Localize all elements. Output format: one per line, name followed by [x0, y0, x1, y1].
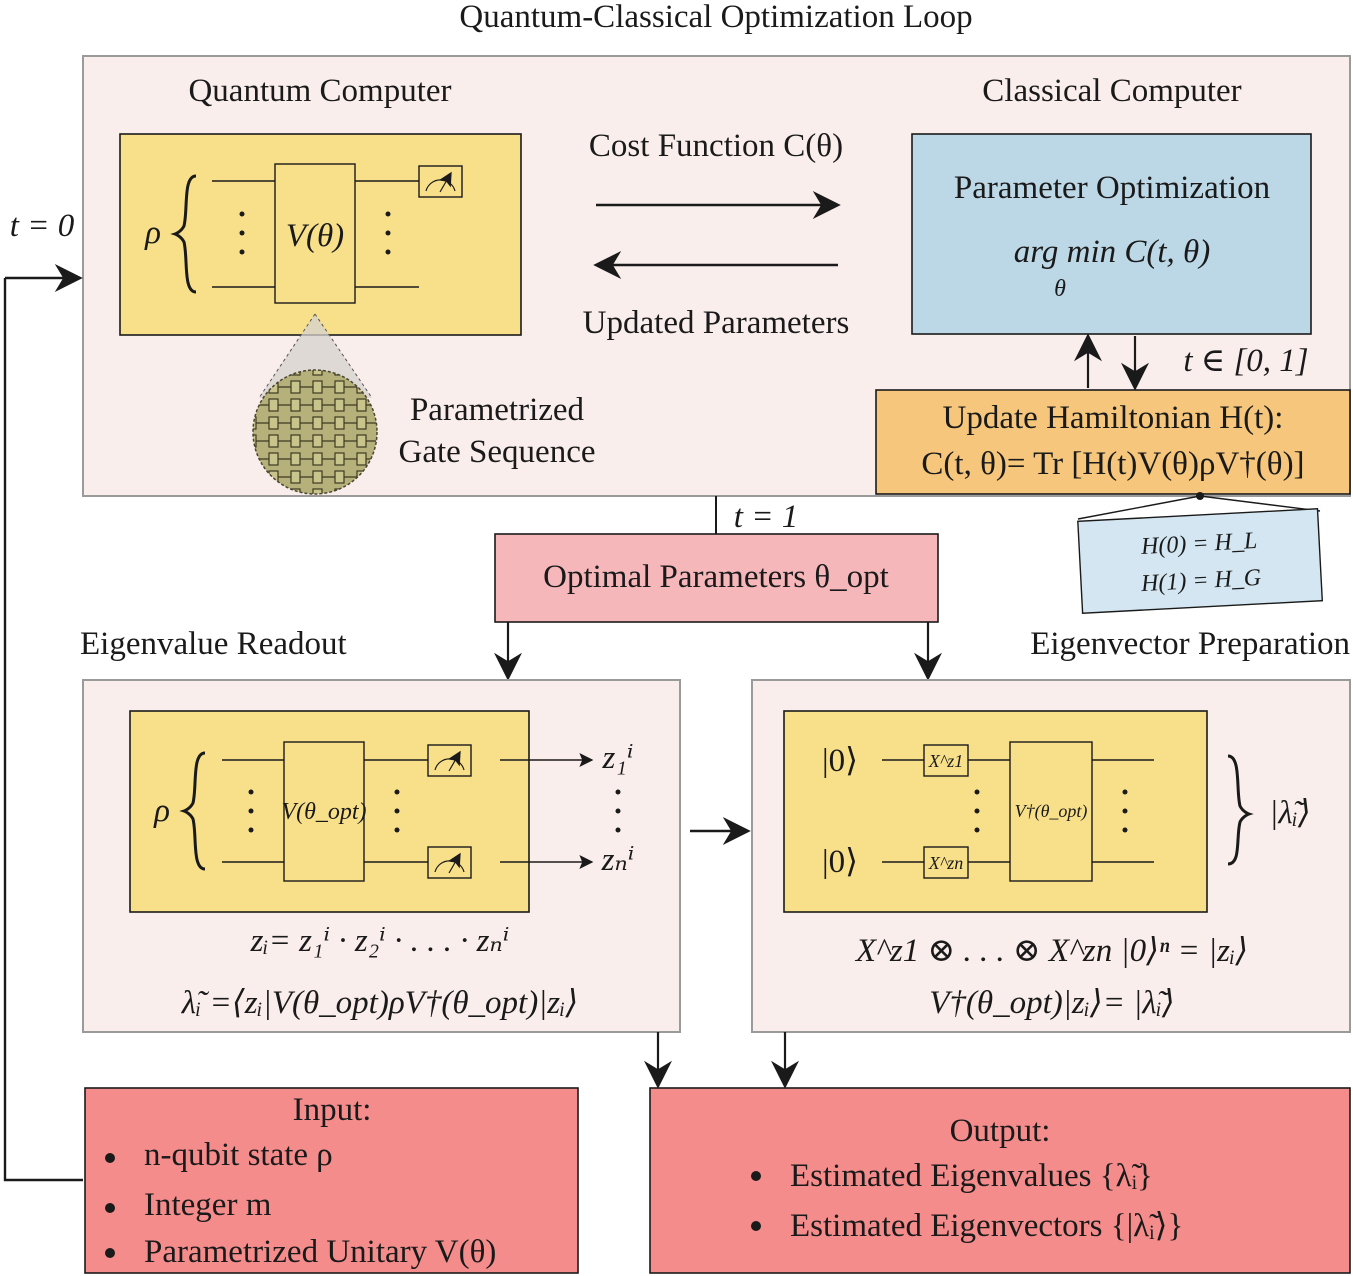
parameter-optimization-box	[911, 133, 1312, 335]
readout-rho-symbol: ρ	[153, 793, 170, 829]
rho-symbol: ρ	[144, 215, 161, 251]
readout-unitary-gate	[283, 741, 365, 882]
output-title: Output:	[950, 1113, 1051, 1149]
classical-computer-label: Classical Computer	[982, 73, 1241, 109]
gate-sequence-line2: Gate Sequence	[399, 434, 596, 470]
t-range-label: t ∈ [0, 1]	[1183, 343, 1308, 379]
update-hamiltonian-label: Update Hamiltonian H(t):	[943, 400, 1284, 436]
gate-sequence-line1: Parametrized	[410, 392, 585, 428]
output-ket-label: |λ̃ᵢ⟩	[1269, 795, 1310, 831]
eigenvector-prep-title: Eigenvector Preparation	[1030, 626, 1350, 662]
readout-circuit: ρ V(θ_opt)	[129, 710, 530, 913]
readout-left-brace	[179, 751, 206, 871]
prep-formula-1: X^z1 ⊗ . . . ⊗ X^zn |0⟩ⁿ = |zᵢ⟩	[854, 933, 1248, 969]
optimal-parameters-box	[494, 533, 939, 623]
z-dots	[615, 789, 621, 833]
readout-meter-bottom-icon	[427, 846, 472, 879]
input-item: n-qubit state ρ	[144, 1137, 333, 1173]
diagram-title: Quantum-Classical Optimization Loop	[459, 0, 972, 35]
h0-label: H(0) = H_L	[1139, 528, 1257, 560]
output-box	[649, 1087, 1351, 1274]
inverse-unitary-label: V†(θ_opt)	[1015, 801, 1088, 822]
output-bullet	[751, 1221, 761, 1231]
updated-parameters-label: Updated Parameters	[583, 305, 850, 341]
left-brace	[170, 174, 197, 294]
prep-dots-right	[1122, 789, 1128, 833]
quantum-computer-label: Quantum Computer	[188, 73, 451, 109]
x-gate-bottom	[923, 846, 969, 879]
readout-dots-right	[394, 789, 400, 833]
input-item: Parametrized Unitary V(θ)	[144, 1234, 496, 1270]
prep-formula-2: V†(θ_opt)|zᵢ⟩= |λ̃ᵢ⟩	[929, 985, 1175, 1021]
input-bullet	[105, 1153, 115, 1163]
t0-label: t = 0	[10, 208, 75, 244]
input-box	[84, 1087, 579, 1274]
readout-formula-2: λ̃ᵢ =⟨zᵢ|V(θ_opt)ρV†(θ_opt)|zᵢ⟩	[181, 985, 578, 1021]
gate-sequence-lens	[252, 369, 378, 495]
input-bullet	[105, 1203, 115, 1213]
update-hamiltonian-box	[875, 389, 1351, 495]
output-item: Estimated Eigenvalues {λ̃ᵢ}	[790, 1158, 1153, 1194]
input-item: Integer m	[144, 1187, 272, 1223]
output-bullet	[751, 1171, 761, 1181]
x-gate-bottom-label: X^zn	[928, 853, 964, 873]
optimal-parameters-label: Optimal Parameters θ_opt	[543, 559, 889, 595]
inverse-unitary-gate	[1009, 741, 1093, 882]
input-title: Input:	[293, 1092, 372, 1128]
measurement-meter-icon	[418, 165, 463, 198]
ket0-bottom: |0⟩	[822, 844, 858, 880]
x-gate-top	[923, 744, 969, 777]
wire-dots-left	[239, 211, 245, 255]
x-gate-top-label: X^z1	[928, 751, 964, 771]
prep-dots-left	[974, 789, 980, 833]
t1-label: t = 1	[734, 499, 798, 535]
ket0-top: |0⟩	[822, 743, 858, 779]
prep-circuit: |0⟩ |0⟩ X^z1 X^zn V†(θ_opt)	[783, 710, 1208, 913]
cost-formula: C(t, θ)= Tr [H(t)V(θ)ρV†(θ)]	[921, 446, 1304, 482]
argmin-subscript: θ	[1054, 276, 1066, 302]
h1-label: H(1) = H_G	[1139, 565, 1261, 597]
argmin-label: arg min C(t, θ)	[1014, 234, 1211, 270]
boundary-hamiltonian-callout	[1077, 508, 1324, 614]
zn-label: zₙⁱ	[601, 842, 635, 878]
unitary-gate	[274, 163, 356, 304]
readout-formula-1: zᵢ= z₁ⁱ · z₂ⁱ · . . . · zₙⁱ	[250, 923, 510, 959]
readout-dots-left	[248, 789, 254, 833]
input-bullet	[105, 1248, 115, 1258]
wire-dots-right	[385, 211, 391, 255]
readout-unitary-label: V(θ_opt)	[281, 799, 366, 825]
quantum-circuit: ρ V(θ)	[119, 133, 522, 336]
output-item: Estimated Eigenvectors {|λ̃ᵢ⟩}	[790, 1208, 1183, 1244]
readout-meter-top-icon	[427, 744, 472, 777]
cost-function-label: Cost Function C(θ)	[589, 128, 843, 164]
parameter-optimization-label: Parameter Optimization	[954, 170, 1270, 206]
right-brace	[1227, 754, 1254, 866]
feedback-loop-line	[3, 278, 83, 1182]
eigenvalue-readout-title: Eigenvalue Readout	[80, 626, 347, 662]
unitary-label: V(θ)	[286, 218, 344, 254]
z1-label: z₁ⁱ	[602, 740, 634, 776]
